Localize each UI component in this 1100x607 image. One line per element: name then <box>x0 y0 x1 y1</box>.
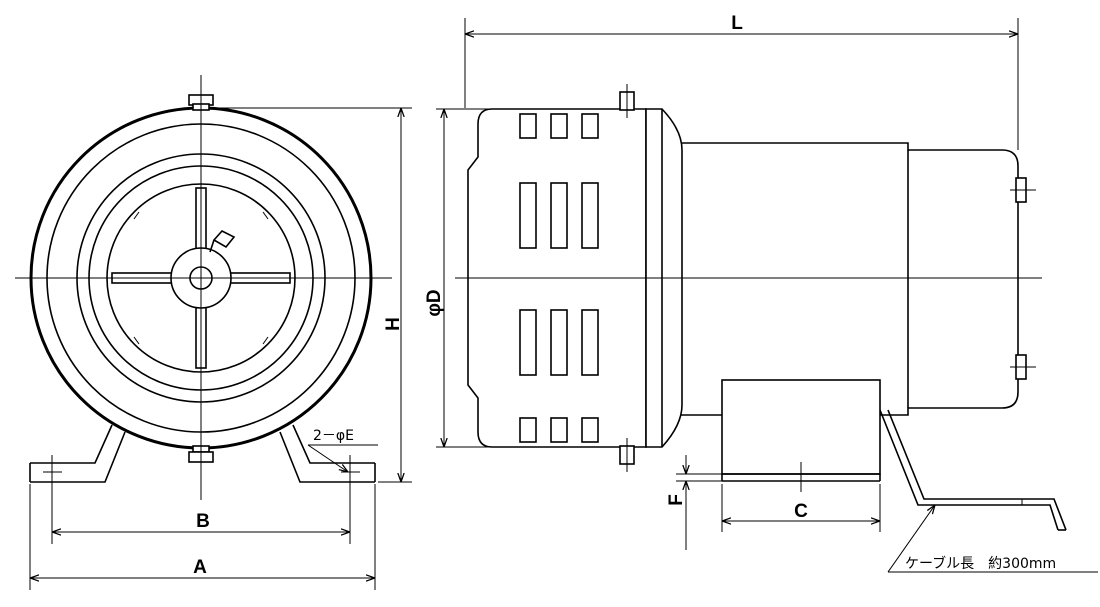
louvers-top <box>519 113 599 139</box>
cable <box>879 409 1067 531</box>
dim-label-H: H <box>383 317 404 331</box>
dim-label-A: A <box>193 557 207 578</box>
dim-label-C: C <box>794 501 808 522</box>
dim-A: A <box>29 484 376 590</box>
dim-B: B <box>51 490 351 544</box>
terminal-lower <box>1010 354 1036 380</box>
dim-C: C <box>721 484 881 532</box>
side-top-bolt <box>619 84 635 118</box>
dim-H: H <box>212 107 412 483</box>
dim-L: L <box>464 13 1019 150</box>
front-view <box>15 75 392 500</box>
cable-length-note: ケーブル長 約300mm <box>905 555 1056 572</box>
dim-D: φD <box>424 108 490 448</box>
dim-label-E: 2－φE <box>313 428 354 444</box>
front-mounting-feet <box>29 424 376 490</box>
rotor-notches <box>133 211 269 345</box>
set-screw <box>209 230 236 253</box>
louvers-upper <box>519 182 599 249</box>
side-bottom-bolt <box>619 438 635 472</box>
dim-label-D: φD <box>424 289 445 316</box>
dim-F: F <box>666 455 722 550</box>
dim-label-B: B <box>196 511 210 532</box>
side-base-block <box>721 379 881 475</box>
dim-label-L: L <box>731 13 743 34</box>
dim-E-leader: 2－φE <box>307 428 378 472</box>
terminal-upper <box>1010 177 1036 203</box>
motor-body <box>679 142 1019 416</box>
cable-note-leader: ケーブル長 約300mm <box>887 505 1098 573</box>
dim-label-F: F <box>666 494 687 506</box>
side-view <box>455 84 1067 531</box>
louvers-lower <box>519 309 599 376</box>
louvers-bottom <box>519 417 599 443</box>
